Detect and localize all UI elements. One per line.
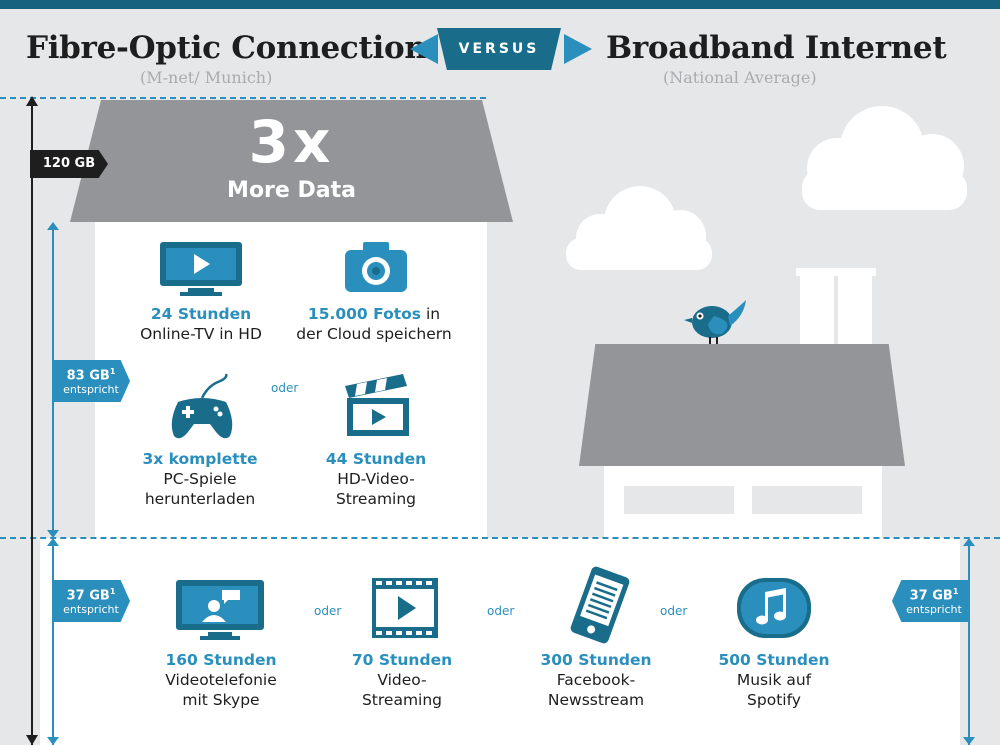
fibre-house-roof [70, 100, 513, 222]
chimney [838, 272, 872, 344]
right-shared-scale-arrow [963, 538, 975, 745]
broadband-subtitle: (National Average) [663, 68, 817, 87]
tag-footnote: 1 [109, 587, 116, 596]
right-margin [960, 538, 1000, 745]
chimney-cap [796, 268, 876, 276]
mid-gb-tag: 83 GB1 entspricht [52, 360, 130, 402]
item-line2: Video- [377, 671, 427, 689]
dashed-top-line [0, 97, 486, 99]
window [624, 486, 734, 514]
item-online-tv: 24 Stunden Online-TV in HD [106, 304, 296, 344]
item-line2: Musik auf [736, 671, 812, 689]
tag-footnote: 1 [952, 587, 959, 596]
item-line2: der Cloud speichern [296, 325, 452, 343]
item-hd-streaming: 44 Stunden HD-Video- Streaming [286, 449, 466, 509]
item-line2: Facebook- [556, 671, 636, 689]
dashed-divider [0, 537, 1000, 539]
item-highlight: 500 Stunden [718, 651, 830, 669]
item-highlight: 44 Stunden [325, 450, 427, 468]
tag-value: 83 GB [66, 368, 110, 384]
cloud-large [802, 106, 967, 210]
or-label: oder [271, 381, 299, 395]
broadband-title: Broadband Internet [606, 30, 947, 66]
item-line3: Newsstream [547, 691, 645, 709]
fibre-title: Fibre-Optic Connection [26, 30, 427, 66]
left-shared-scale-arrow [47, 538, 59, 745]
right-shared-gb-tag: 37 GB1 entspricht [892, 580, 970, 622]
item-highlight: 300 Stunden [540, 651, 652, 669]
item-spotify: 500 Stunden Musik auf Spotify [684, 650, 864, 710]
tag-sub: entspricht [906, 603, 962, 617]
gamepad-icon [171, 373, 233, 439]
item-line3: mit Skype [182, 691, 260, 709]
tag-value: 37 GB [66, 588, 110, 604]
top-bar [0, 0, 1000, 9]
camera-icon [345, 242, 407, 292]
more-data-label: More Data [227, 178, 356, 203]
item-line3: Streaming [335, 490, 417, 508]
tag-footnote: 1 [109, 367, 116, 376]
multiplier-label: 3x [248, 108, 335, 176]
chimney [800, 272, 834, 344]
arrow-left-icon [410, 34, 438, 64]
item-highlight: 15.000 Fotos [307, 305, 422, 323]
cloud-small [566, 186, 712, 270]
total-gb-tag: 120 GB [30, 150, 108, 178]
tv-play-icon [160, 242, 242, 296]
tag-value: 37 GB [909, 588, 953, 604]
item-line2: Videotelefonie [165, 671, 277, 689]
item-line2: HD-Video- [337, 470, 415, 488]
film-play-icon [372, 578, 438, 638]
item-rest: in [421, 305, 441, 323]
total-scale-arrow [26, 96, 38, 745]
item-highlight: 24 Stunden [150, 305, 252, 323]
or-label: oder [487, 604, 515, 618]
item-photos: 15.000 Fotos in der Cloud speichern [284, 304, 464, 344]
item-skype: 160 Stunden Videotelefonie mit Skype [126, 650, 316, 710]
fibre-subtitle: (M-net/ Munich) [140, 68, 273, 87]
versus-badge: VERSUS [437, 28, 561, 70]
item-video-streaming: 70 Stunden Video- Streaming [312, 650, 492, 710]
item-pc-games: 3x komplette PC-Spiele herunterladen [110, 449, 290, 509]
item-line3: Streaming [361, 691, 443, 709]
window [752, 486, 862, 514]
phone-newsfeed-icon [570, 566, 630, 644]
item-facebook: 300 Stunden Facebook- Newsstream [506, 650, 686, 710]
music-note-icon [737, 578, 811, 638]
item-line2: PC-Spiele [163, 470, 237, 488]
video-call-icon [176, 580, 264, 640]
tag-sub: entspricht [63, 603, 119, 617]
bird-icon [684, 300, 746, 344]
tag-sub: entspricht [63, 383, 119, 397]
item-highlight: 160 Stunden [165, 651, 277, 669]
item-line3: Spotify [747, 691, 801, 709]
item-line2: Online-TV in HD [140, 325, 262, 343]
broadband-house-roof [579, 344, 905, 466]
or-label: oder [660, 604, 688, 618]
shared-band [0, 538, 1000, 745]
item-highlight: 70 Stunden [351, 651, 453, 669]
left-shared-gb-tag: 37 GB1 entspricht [52, 580, 130, 622]
item-line3: herunterladen [144, 490, 256, 508]
arrow-right-icon [564, 34, 592, 64]
left-margin [0, 538, 40, 745]
item-highlight: 3x komplette [142, 450, 258, 468]
or-label: oder [314, 604, 342, 618]
clapperboard-icon [345, 374, 409, 436]
